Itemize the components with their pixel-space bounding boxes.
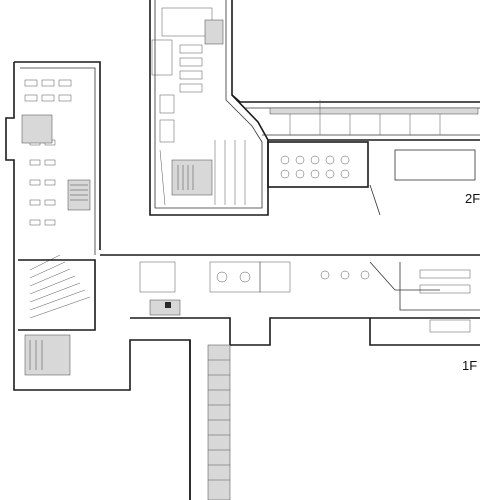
1f-west-wing-outer xyxy=(5,62,191,500)
2f-reading-room xyxy=(267,141,369,188)
1f-west-wing-inner xyxy=(20,67,96,255)
2f-room-top xyxy=(161,7,213,37)
1f-lower-core xyxy=(24,334,71,376)
1f-west-wing-top xyxy=(14,61,101,250)
plan-1f: 1F xyxy=(5,61,480,500)
2f-room-right xyxy=(394,149,476,181)
1f-corridor-rooms xyxy=(139,261,471,333)
floor-label-1f: 1F xyxy=(462,358,477,373)
1f-south-stack-rows xyxy=(208,359,230,481)
2f-room-left xyxy=(151,39,173,76)
2f-shelves xyxy=(159,140,246,206)
2f-core-top xyxy=(204,19,224,45)
2f-corridor-windows xyxy=(289,100,441,135)
2f-stub xyxy=(369,184,381,216)
1f-west-core xyxy=(21,114,53,144)
1f-east-block xyxy=(369,318,480,346)
2f-stair-core xyxy=(171,159,213,196)
2f-desk-rows xyxy=(159,44,203,143)
2f-inner-wall xyxy=(154,0,263,209)
1f-auditorium-wall xyxy=(18,259,96,331)
1f-lower-stairs xyxy=(29,340,43,370)
1f-east-inner xyxy=(399,262,480,311)
1f-main-corridor-bottom xyxy=(130,317,480,346)
1f-diagonal-wall xyxy=(369,261,440,291)
2f-stairs xyxy=(177,165,194,190)
2f-wing-wall xyxy=(231,94,480,103)
1f-column-mark xyxy=(165,302,171,308)
2f-corridor-band xyxy=(269,107,479,115)
1f-west-stair-treads xyxy=(70,184,88,201)
1f-desk-grid xyxy=(24,79,72,226)
plan-2f: 2F xyxy=(149,0,480,216)
floor-label-2f: 2F xyxy=(465,191,480,206)
2f-tables xyxy=(280,155,350,179)
1f-south-stack xyxy=(207,344,231,500)
1f-auditorium-seating xyxy=(29,254,91,319)
